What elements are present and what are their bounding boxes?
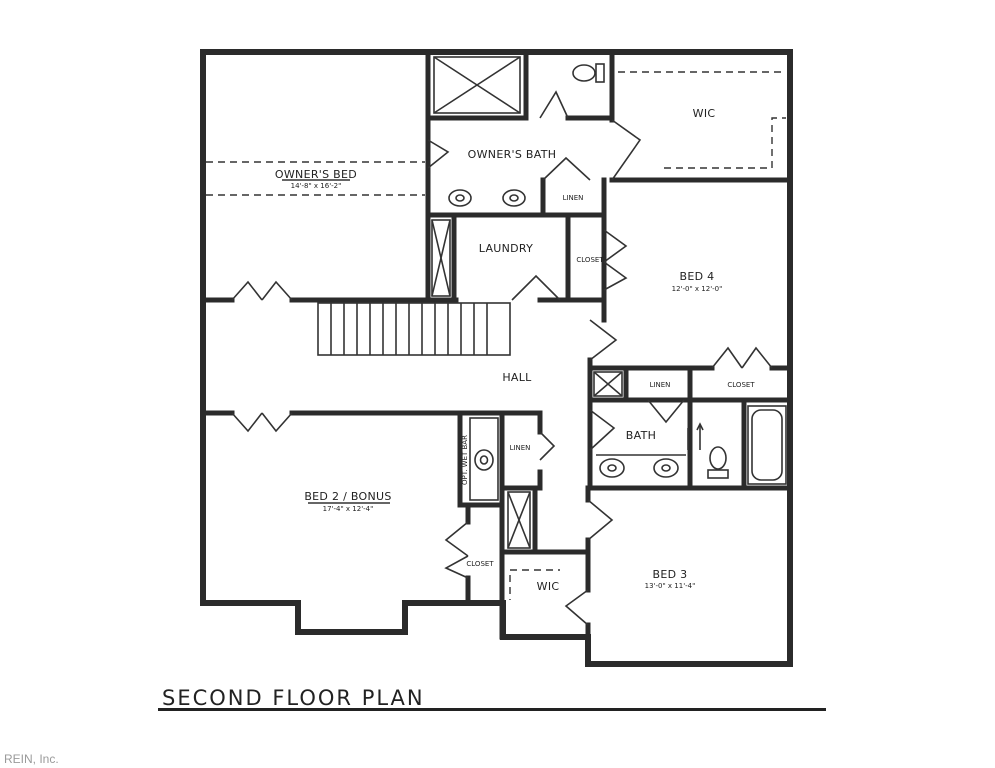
- bed2-label: BED 2 / BONUS: [304, 490, 391, 503]
- toilet-owner: [572, 63, 605, 83]
- shower-arrow: [687, 422, 704, 450]
- plan-title: SECOND FLOOR PLAN: [162, 686, 425, 710]
- closet-hall-label: CLOSET: [727, 381, 755, 389]
- owners-bath-label: OWNER'S BATH: [468, 148, 557, 161]
- shower: [433, 56, 521, 114]
- exterior-walls: [200, 49, 793, 667]
- linen-bed2-label: LINEN: [510, 444, 531, 452]
- bed2-dims: 17'-4" x 12'-4": [323, 505, 374, 513]
- wic-owner-label: WIC: [693, 107, 716, 120]
- bathtub: [747, 405, 787, 485]
- laundry-label: LAUNDRY: [479, 242, 533, 255]
- stairs: [317, 302, 511, 356]
- owners-bed-dims: 14'-8" x 16'-2": [291, 182, 342, 190]
- opt-wet-bar-label: OPT. WET BAR: [461, 435, 469, 485]
- title-underline: [158, 708, 826, 711]
- linen-owner-label: LINEN: [563, 194, 584, 202]
- dashed-lines: [206, 71, 786, 600]
- chase-left: [431, 219, 451, 297]
- toilet-bath: [707, 446, 729, 479]
- linen-hall-label: LINEN: [650, 381, 671, 389]
- bed3-dims: 13'-0" x 11'-4": [645, 582, 696, 590]
- vanity-owner: [448, 189, 526, 207]
- bed4-label: BED 4: [680, 270, 715, 283]
- closet-bed4-label: CLOSET: [576, 256, 604, 264]
- interior-walls: [200, 49, 793, 667]
- bath-label: BATH: [626, 429, 656, 442]
- chase-hall: [593, 371, 623, 397]
- doors: [231, 90, 773, 626]
- room-labels: OWNER'S BED 14'-8" x 16'-2" OWNER'S BATH…: [275, 107, 755, 593]
- watermark: REIN, Inc.: [4, 752, 59, 766]
- bed4-dims: 12'-0" x 12'-0": [672, 285, 723, 293]
- wic-bed3-label: WIC: [537, 580, 560, 593]
- bed3-label: BED 3: [653, 568, 688, 581]
- vanity-bath: [596, 454, 686, 478]
- hall-label: HALL: [502, 371, 532, 384]
- owners-bed-label: OWNER'S BED: [275, 168, 357, 181]
- wet-bar-sink: [469, 417, 499, 501]
- closet-bed2-label: CLOSET: [466, 560, 494, 568]
- chase-lower: [507, 491, 531, 549]
